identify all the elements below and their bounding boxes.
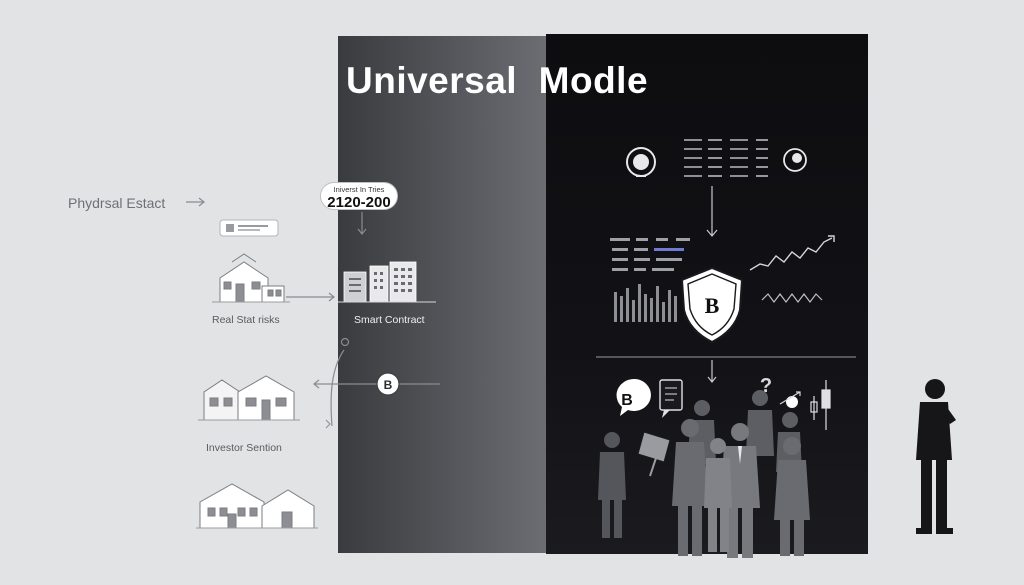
coin-icon xyxy=(376,372,400,396)
coin-symbol: B xyxy=(384,378,393,392)
house-to-contract-arrow xyxy=(286,292,335,302)
bubble-down-arrow xyxy=(357,212,367,235)
smart-contract-label: Smart Contract xyxy=(354,314,425,326)
house-icon xyxy=(203,375,295,421)
shield-symbol: B xyxy=(705,293,720,318)
house-icon xyxy=(219,253,285,303)
down-arrow xyxy=(707,360,717,383)
table-lines-icon xyxy=(684,139,768,177)
bubble-range: 2120-200 xyxy=(327,193,391,211)
flow-node xyxy=(340,337,350,347)
chat-coin-symbol: B xyxy=(621,392,633,409)
coin-icon xyxy=(626,147,656,177)
wave-chart-icon xyxy=(761,293,823,303)
candlestick-icon xyxy=(810,380,831,430)
data-list xyxy=(610,238,690,271)
building-icon xyxy=(343,261,417,303)
investment-bubble: Iniverst In Tries 2120-200 xyxy=(320,182,398,210)
house-icon xyxy=(199,483,315,529)
diagram-title: Universal Modle xyxy=(346,60,649,101)
bar-chart-icon xyxy=(614,284,677,322)
physical-estate-arrow xyxy=(186,197,205,207)
investor-section-label: Investor Sention xyxy=(206,442,282,454)
shield-icon xyxy=(680,266,744,344)
physical-estate-label: Phydrsal Estact xyxy=(68,195,166,211)
document-chat-icon xyxy=(659,379,683,418)
flow-curve xyxy=(330,349,345,427)
person-icon xyxy=(916,379,956,534)
small-chevron-icon xyxy=(325,419,331,429)
down-arrow xyxy=(706,186,718,237)
token-icon xyxy=(783,148,807,172)
bubble-caption: Iniverst In Tries xyxy=(333,185,385,194)
chart-icon xyxy=(749,237,833,271)
real-estate-risks-label: Real Stat risks xyxy=(212,314,280,326)
people-icon xyxy=(598,390,810,558)
info-dot-icon xyxy=(786,396,798,408)
chat-icon xyxy=(616,378,651,416)
document-card-icon xyxy=(219,219,279,237)
